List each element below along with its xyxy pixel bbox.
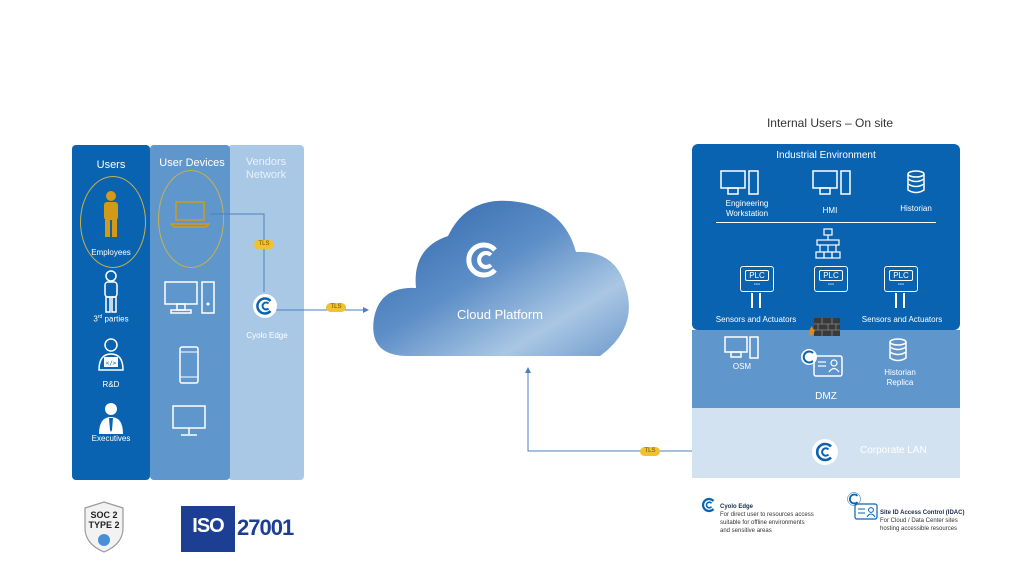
legend-idac: Site ID Access Control (IDAC) For Cloud … [880, 509, 1000, 533]
third-parties-prefix: 3 [93, 314, 98, 324]
developer-icon: </> [98, 338, 124, 371]
mobile-phone-icon [179, 346, 199, 384]
legend-cyolo-edge: Cyolo Edge For direct user to resources … [720, 503, 840, 535]
legend-idac-icon [847, 492, 878, 520]
soc2-line1: SOC 2 [90, 510, 118, 520]
corporate-cyolo-edge-icon [812, 439, 838, 465]
laptop-icon [170, 201, 210, 228]
executive-icon [99, 403, 123, 434]
network-hierarchy-icon [815, 228, 841, 259]
third-parties-label: 3rd parties [72, 314, 150, 324]
soc2-badge-text: SOC 2 TYPE 2 [82, 510, 126, 530]
osm-computer-icon [724, 336, 759, 359]
soc2-type2-badge-icon [84, 501, 124, 553]
iso-logo-mark: ISO [192, 515, 224, 537]
iso-27001-logo: ISO [181, 506, 235, 552]
tls-badge-cloud-left: TLS [326, 303, 346, 312]
third-parties-sup: rd [97, 314, 103, 320]
cloud-platform-shape [373, 200, 629, 356]
employees-highlight [80, 176, 146, 268]
legend-idac-desc-1: For Cloud / Data Center sites [880, 518, 958, 524]
device-highlight [158, 170, 224, 268]
legend-idac-desc-2: hosting accessible resources [880, 526, 958, 532]
legend-edge-desc-1: For direct user to resources access [720, 512, 814, 518]
rnd-label: R&D [102, 380, 120, 389]
historian-label: Historian [900, 204, 932, 213]
soc2-line2: TYPE 2 [88, 520, 120, 530]
sensors-right-label: Sensors and Actuators [861, 315, 943, 324]
engineering-workstation-label: Engineering Workstation [725, 199, 769, 218]
tls-badge-vendor: TLS [254, 240, 274, 249]
historian-replica-database-icon [889, 338, 907, 362]
historian-replica-label: Historian Replica [884, 368, 916, 387]
plc-right-label: PLC [889, 270, 913, 281]
legend-edge-desc-2: suitable for offline environments [720, 520, 805, 526]
plc-left-label: PLC [745, 270, 769, 281]
plc-center-label: PLC [819, 270, 843, 281]
cloud-cyolo-logo-icon [466, 242, 497, 278]
engineering-workstation-icon [720, 170, 759, 195]
sensors-left-arrows-icon [751, 293, 761, 308]
industrial-divider [716, 222, 936, 223]
osm-label: OSM [732, 362, 752, 371]
idac-icon [801, 349, 843, 377]
vendors-network-column-title: Vendors Network [245, 156, 287, 181]
internal-users-title: Internal Users – On site [766, 116, 894, 130]
plc-center-icon: PLC ▫▫▫ [814, 266, 848, 292]
user-devices-column-title: User Devices [159, 157, 225, 169]
legend-idac-title: Site ID Access Control (IDAC) [880, 510, 965, 516]
tls-badge-corporate: TLS [640, 447, 660, 456]
historian-database-icon [907, 170, 925, 194]
cyolo-edge-logo-icon [253, 294, 277, 318]
sensors-right-arrows-icon [895, 293, 905, 308]
third-parties-suffix: parties [102, 314, 129, 324]
hmi-label: HMI [822, 206, 838, 215]
cloud-platform-label: Cloud Platform [457, 307, 543, 322]
users-column-title: Users [96, 159, 126, 171]
firewall-icon [809, 318, 840, 336]
svg-text:</>: </> [106, 360, 117, 367]
monitor-icon [172, 405, 206, 436]
hmi-icon [812, 170, 851, 195]
legend-edge-title: Cyolo Edge [720, 504, 754, 510]
dmz-label: DMZ [815, 391, 837, 402]
corporate-lan-label: Corporate LAN [860, 445, 927, 456]
industrial-environment-title: Industrial Environment [776, 150, 876, 161]
plc-right-icon: PLC ▫▫▫ [884, 266, 918, 292]
employee-icon [104, 191, 118, 237]
third-party-person-icon [104, 270, 118, 313]
legend-edge-desc-3: and sensitive areas [720, 528, 772, 534]
legend-cyolo-edge-icon [700, 496, 718, 514]
desktop-computer-icon [164, 281, 215, 314]
industrial-environment-area [692, 144, 960, 330]
sensors-left-label: Sensors and Actuators [715, 315, 797, 324]
dmz-area [692, 330, 960, 408]
executives-label: Executives [91, 434, 131, 443]
plc-left-icon: PLC ▫▫▫ [740, 266, 774, 292]
cyolo-edge-vendor-label: Cyolo Edge [246, 331, 288, 340]
iso-27001-number: 27001 [237, 515, 294, 540]
employees-label: Employees [91, 248, 131, 257]
